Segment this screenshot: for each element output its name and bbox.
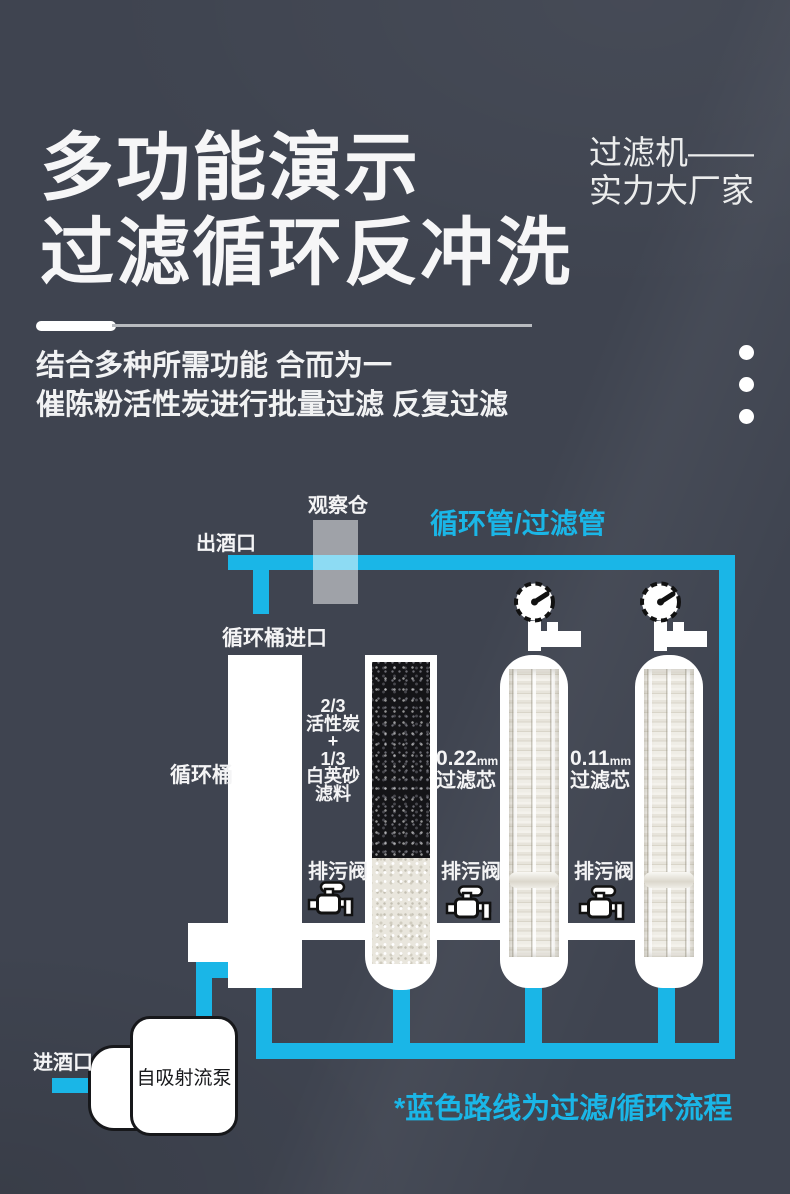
observation-chamber-label: 观察仓 [308, 495, 368, 517]
divider-pill [36, 321, 116, 331]
circulation-barrel [228, 655, 302, 988]
drain-valve-icon [445, 885, 492, 921]
filter-spec-022: 0.22mm 过滤芯 [436, 747, 499, 792]
connector-cartridge1-cartridge2 [566, 923, 637, 940]
filter-spec-011: 0.11mm 过滤芯 [570, 747, 632, 792]
drain-valve-icon [578, 885, 625, 921]
pipe-right-vertical [719, 555, 735, 1059]
observation-chamber [313, 520, 358, 604]
brand-tagline: 过滤机—— 实力大厂家 [589, 134, 754, 210]
circulation-pipe-label: 循环管/过滤管 [430, 508, 606, 539]
page-title: 多功能演示 过滤循环反冲洗 [40, 125, 572, 295]
title-line-1: 多功能演示 [40, 126, 420, 209]
barrel-outlet-stub [188, 923, 228, 962]
drain-valve-label-3: 排污阀 [574, 861, 634, 883]
pipe-pump-elbow [196, 962, 228, 978]
wine-outlet-label: 出酒口 [196, 533, 256, 555]
pressure-gauge-icon [640, 581, 707, 651]
divider-line [112, 324, 532, 327]
flow-note: *蓝色路线为过滤/循环流程 [394, 1093, 733, 1125]
title-line-2: 过滤循环反冲洗 [40, 211, 572, 294]
activated-carbon-media [372, 662, 430, 858]
brand-line-2: 实力大厂家 [589, 172, 754, 209]
wine-inlet-label: 进酒口 [33, 1052, 93, 1074]
pipe-top-circulation [228, 555, 735, 570]
circulation-barrel-label: 循环桶 [170, 764, 233, 787]
connector-media-cartridge1 [435, 923, 502, 940]
media-spec-label: 2/3 活性炭 + 1/3 白英砂 滤料 [306, 696, 360, 804]
filter-cartridge-022 [509, 669, 559, 957]
decor-dot-1 [739, 345, 754, 360]
pipe-wine-inlet-stub [52, 1078, 92, 1093]
pipe-media-column-riser [393, 987, 410, 1044]
connector-barrel-media [300, 923, 367, 940]
cartridge-seam [509, 872, 559, 888]
brand-line-1: 过滤机—— [589, 134, 754, 171]
drain-valve-label-1: 排污阀 [308, 861, 368, 883]
pressure-gauge-icon [514, 581, 581, 651]
cartridge-seam [644, 872, 694, 888]
barrel-inlet-label: 循环桶进口 [222, 627, 327, 650]
pipe-bottom-manifold [256, 1043, 735, 1059]
pipe-cartridge1-riser [525, 987, 542, 1044]
drain-valve-label-2: 排污阀 [441, 861, 501, 883]
subtitle-line-2: 催陈粉活性炭进行批量过滤 反复过滤 [36, 389, 509, 421]
pipe-barrel-inlet-stub [253, 570, 269, 614]
pipe-barrel-riser [256, 988, 272, 1044]
drain-valve-icon [307, 881, 354, 917]
self-priming-jet-pump: 自吸射流泵 [130, 1016, 238, 1136]
decor-dot-2 [739, 377, 754, 392]
pipe-cartridge2-riser [658, 987, 675, 1044]
decor-dot-3 [739, 409, 754, 424]
quartz-sand-media [372, 858, 430, 964]
filter-cartridge-011 [644, 669, 694, 957]
subtitle-line-1: 结合多种所需功能 合而为一 [36, 350, 393, 382]
